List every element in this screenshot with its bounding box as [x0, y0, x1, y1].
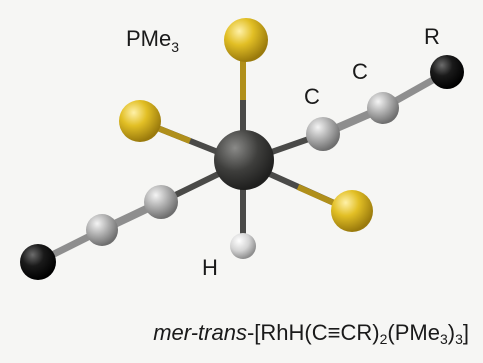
caption-prefix: mer-trans — [153, 320, 247, 345]
caption-dash: - — [246, 320, 255, 345]
label-carbon-2: C — [352, 59, 368, 84]
caption-formula-b: CR) — [340, 320, 380, 345]
terminal-atom-lower — [20, 244, 56, 280]
terminal-atom-upper — [430, 55, 464, 89]
carbon-atom-upper-outer — [367, 92, 399, 124]
formula-caption: mer-trans-[RhH(C≡CR)2(PMe3)3] — [0, 320, 469, 347]
atoms — [20, 18, 464, 280]
phosphorus-atom-right — [331, 190, 373, 232]
carbon-atom-lower-inner — [144, 185, 178, 219]
label-pme3-main: PMe — [126, 26, 171, 51]
phosphorus-atom-left — [119, 100, 161, 142]
caption-formula-a: [RhH(C — [254, 320, 328, 345]
label-r-group: R — [424, 24, 440, 49]
caption-sub-1: 2 — [379, 331, 388, 347]
label-carbon-1: C — [304, 84, 320, 109]
label-hydride: H — [202, 255, 218, 280]
caption-sub-3: 3 — [455, 331, 463, 347]
label-pme3-sub: 3 — [171, 39, 179, 55]
hydrogen-atom — [230, 233, 256, 259]
phosphorus-atom-top — [224, 18, 268, 62]
caption-formula-c: (PMe — [387, 320, 440, 345]
rhodium-atom — [214, 130, 274, 190]
caption-triple-bond: ≡ — [327, 320, 341, 345]
caption-formula-d: ) — [447, 320, 456, 345]
carbon-atom-upper-inner — [306, 117, 340, 151]
label-pme3: PMe3 — [126, 26, 179, 55]
carbon-atom-lower-outer — [86, 214, 118, 246]
caption-sub-2: 3 — [439, 331, 448, 347]
atom-labels: PMe3 C C R H — [126, 24, 440, 280]
caption-formula-e: ] — [462, 320, 469, 345]
